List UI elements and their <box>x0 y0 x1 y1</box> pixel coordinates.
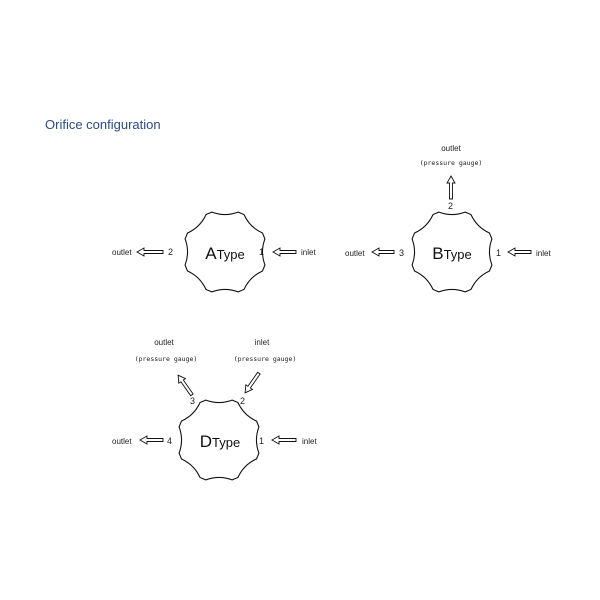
typeDInletArrow <box>271 435 297 445</box>
typeDOutletLabel: outlet <box>112 437 132 446</box>
typeBPort2Num: 2 <box>448 201 453 211</box>
typeBPort1Num: 1 <box>496 248 501 258</box>
typeAOutletArrow <box>136 247 164 257</box>
typeAPort2Num: 2 <box>168 247 173 257</box>
typeBTopSub: (pressure gauge) <box>420 159 483 167</box>
typeDOutletArrow <box>139 435 164 445</box>
typeDTopRightSub: (pressure gauge) <box>234 355 297 363</box>
typeAPort1Num: 1 <box>259 247 264 257</box>
typeDInletLabel: inlet <box>302 437 317 446</box>
typeBGear <box>411 211 493 293</box>
typeAOutletLabel: outlet <box>112 248 132 257</box>
typeBInletArrow <box>507 247 532 257</box>
typeBOutletTopArrow <box>446 175 456 200</box>
typeDLabel: DType <box>200 432 240 451</box>
typeDTopLeftArrow <box>177 374 194 397</box>
typeDGear <box>178 399 260 481</box>
pageTitle: Orifice configuration <box>45 117 161 132</box>
typeBPort3Num: 3 <box>399 248 404 258</box>
typeDPort1Num: 1 <box>259 436 264 446</box>
typeDTopLeftSub: (pressure gauge) <box>135 355 198 363</box>
typeDPort3Num: 3 <box>190 396 195 406</box>
typeBOutletLabel: outlet <box>345 249 365 258</box>
typeBInletLabel: inlet <box>536 249 551 258</box>
typeBLabel: BType <box>432 244 472 263</box>
typeAGroup: AType outlet 2 1 inlet <box>112 211 316 293</box>
typeDGroup: DType outlet (pressure gauge) 3 inlet (p… <box>112 338 317 481</box>
typeDPort2Num: 2 <box>240 396 245 406</box>
typeBGroup: BType outlet (pressure gauge) 2 outlet 3… <box>345 144 551 293</box>
typeDTopRightLabel: inlet <box>255 338 270 347</box>
typeDPort4Num: 4 <box>167 436 172 446</box>
typeDTopLeftLabel: outlet <box>154 338 174 347</box>
typeBTopLabel: outlet <box>441 144 461 153</box>
typeAInletArrow <box>272 247 297 257</box>
typeAGear <box>184 211 266 293</box>
typeDTopRightArrow <box>244 371 261 394</box>
typeAInletLabel: inlet <box>301 248 316 257</box>
typeBOutletArrow <box>371 247 395 257</box>
typeALabel: AType <box>205 244 245 263</box>
